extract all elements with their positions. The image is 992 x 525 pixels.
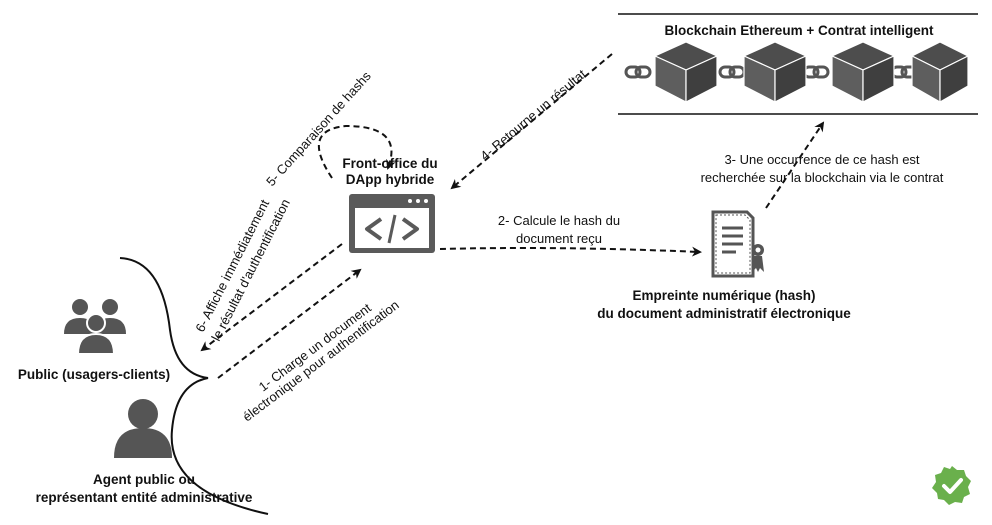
blockchain-cube-icon [830, 41, 896, 103]
user-icon [114, 399, 172, 458]
actors-brace [119, 257, 269, 515]
agent-label-line1: Agent public ou [93, 472, 195, 487]
blockchain-cube-icon [653, 41, 719, 103]
blockchain-cube-icon [910, 41, 970, 104]
arrow-step3 [765, 121, 825, 209]
step2-line1: 2- Calcule le hash du [498, 213, 620, 228]
arrow-step2 [439, 246, 702, 257]
step3-line2: recherchée sur la blockchain via le cont… [701, 170, 944, 185]
public-label: Public (usagers-clients) [18, 367, 170, 382]
blockchain-section: Blockchain Ethereum + Contrat intelligen… [618, 13, 978, 115]
hash-label-line2: du document administratif électronique [597, 306, 851, 321]
arrow-step4 [450, 53, 613, 190]
certificate-document-icon [711, 210, 764, 278]
agent-label-line2: représentant entité administrative [36, 490, 253, 505]
hash-document-node: Empreinte numérique (hash) du document a… [597, 210, 851, 321]
step4-label: 4- Retourne un résultat [477, 66, 589, 163]
actors-group: Public (usagers-clients) Agent public ou… [18, 257, 269, 515]
arrow-step5-loop [317, 124, 396, 179]
step3-line1: 3- Une occurrence de ce hash est [724, 152, 919, 167]
step1-line1: 1- Charge un document [256, 300, 374, 394]
step1-line2: électronique pour authentification [240, 297, 402, 424]
verified-badge-icon [932, 466, 971, 505]
flow-arrows [200, 53, 825, 379]
code-window-icon [349, 194, 435, 253]
frontoffice-title-line2: DApp hybride [346, 172, 435, 187]
hash-label-line1: Empreinte numérique (hash) [632, 288, 815, 303]
users-group-icon [64, 299, 126, 355]
blockchain-title: Blockchain Ethereum + Contrat intelligen… [665, 23, 934, 38]
blockchain-cube-icon [742, 41, 808, 103]
frontoffice-node: Front-office du DApp hybride [342, 156, 438, 253]
step2-line2: document reçu [516, 231, 602, 246]
